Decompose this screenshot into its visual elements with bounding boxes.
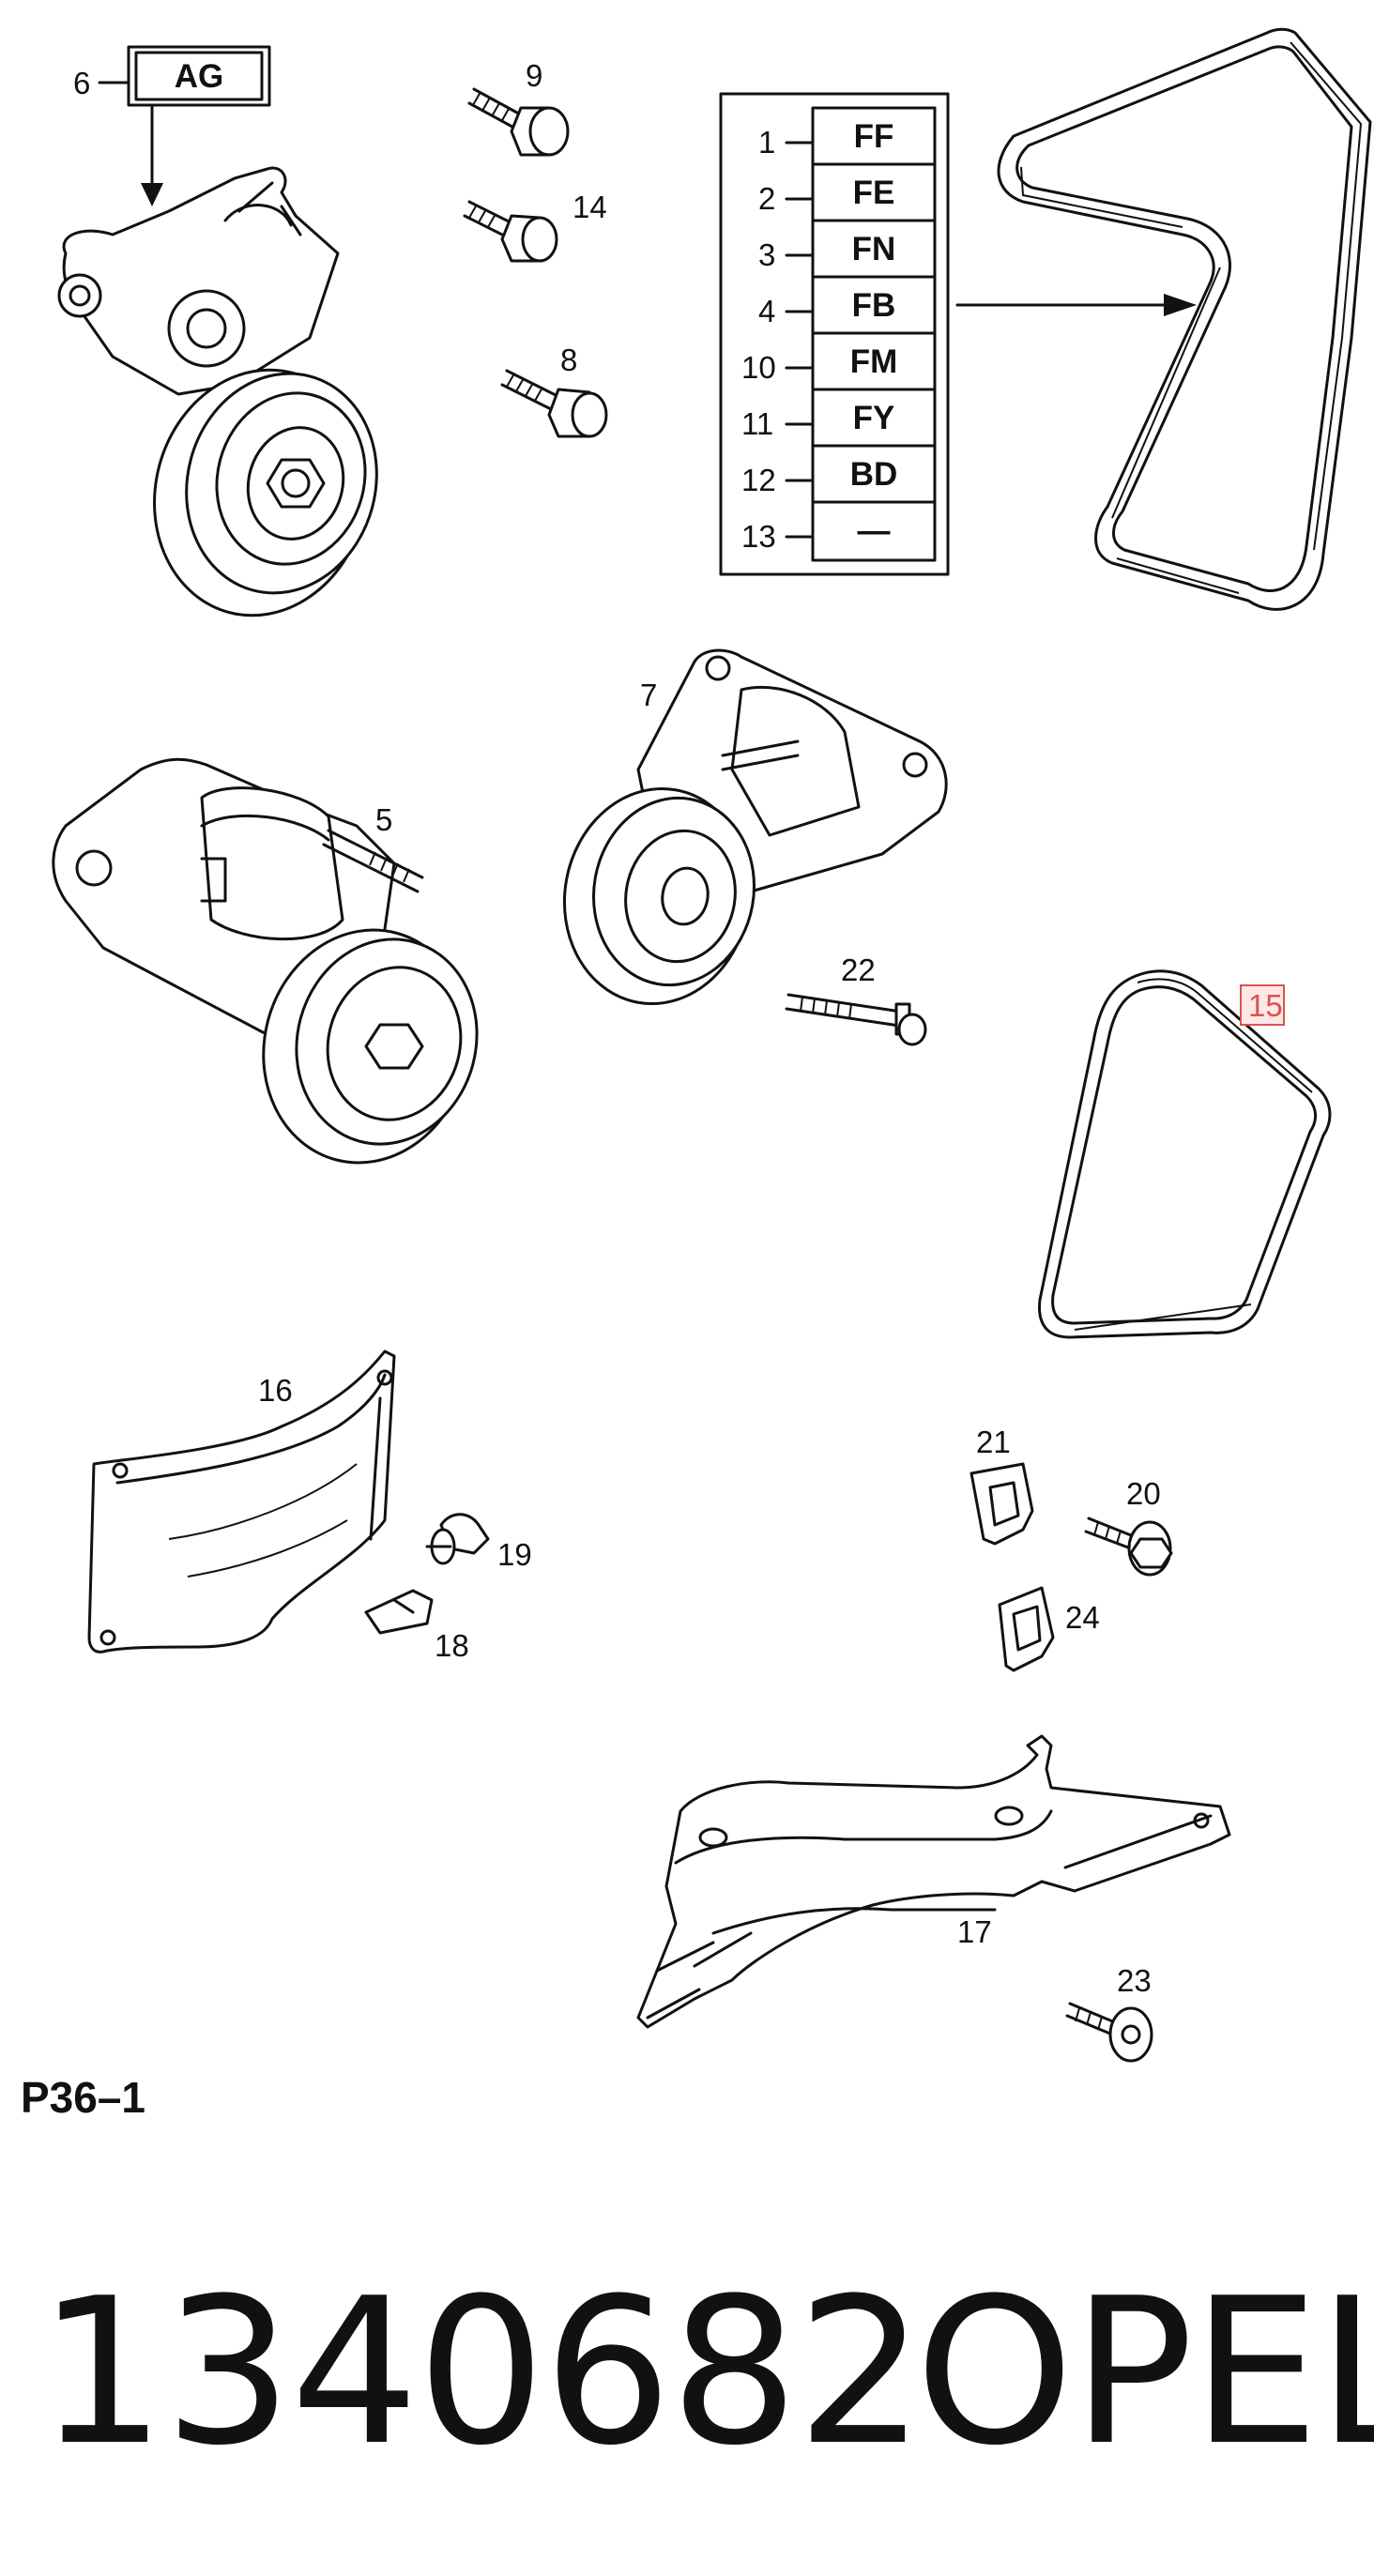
- callout-6-number: 6: [73, 66, 90, 100]
- callout-6-inner-box: [134, 51, 264, 101]
- page-code: P36–1: [21, 2073, 146, 2122]
- tensioner-assembly-6: [57, 166, 378, 617]
- clip-19: 19: [425, 1513, 532, 1572]
- callout-19: 19: [497, 1537, 532, 1572]
- callout-11: 11: [741, 406, 773, 441]
- callout-15-highlight-box: [1240, 984, 1285, 1026]
- v-belt-15: 15: [1037, 969, 1332, 1339]
- brand-name: OPEL: [915, 2254, 1374, 2490]
- clip-nut-24: 24: [998, 1586, 1100, 1672]
- code-row-13: —: [858, 512, 891, 549]
- callout-15: 15: [1248, 988, 1283, 1023]
- callout-17: 17: [957, 1914, 992, 1949]
- callout-13: 13: [741, 519, 776, 554]
- callout-7: 7: [640, 678, 657, 712]
- clip-nut-21: 21: [969, 1425, 1034, 1546]
- screw-20: 20: [1084, 1476, 1173, 1577]
- callout-1: 1: [758, 125, 775, 160]
- callout-8: 8: [560, 343, 577, 377]
- callout-23: 23: [1117, 1963, 1152, 1998]
- callout-21: 21: [976, 1425, 1011, 1459]
- code-row-12: BD: [850, 456, 898, 493]
- callout-22: 22: [841, 953, 876, 987]
- nut-18: 18: [364, 1589, 469, 1663]
- callout-6-group: AG 6: [73, 45, 271, 206]
- callout-20: 20: [1126, 1476, 1161, 1511]
- bolt-22: 22: [785, 953, 927, 1046]
- arrow-down-icon: [141, 183, 163, 206]
- code-row-4: FB: [852, 287, 896, 324]
- callout-14: 14: [572, 190, 607, 224]
- code-row-10: FM: [850, 343, 898, 380]
- callout-24: 24: [1065, 1600, 1100, 1635]
- arrow-right-icon: [1164, 294, 1197, 316]
- callout-2: 2: [758, 181, 775, 216]
- belt-code-table: FF FE FN FB FM FY BD — 1 2 3 4 10 11 12 …: [719, 92, 1197, 576]
- bolt-8: 8: [500, 343, 608, 438]
- callout-4: 4: [758, 294, 775, 328]
- callout-6-code: AG: [175, 58, 224, 95]
- callout-9: 9: [526, 58, 542, 93]
- screw-23: 23: [1065, 1963, 1153, 2063]
- callout-16: 16: [258, 1373, 293, 1408]
- serpentine-belt: [997, 27, 1372, 611]
- bolt-14: 14: [463, 190, 607, 263]
- shield-16: 16: [87, 1349, 396, 1654]
- code-row-3: FN: [852, 231, 896, 267]
- parts-diagram: AG 6 9 14: [52, 27, 1372, 2063]
- bolt-9: 9: [467, 58, 570, 157]
- bracket-17: 17: [636, 1734, 1231, 2029]
- code-row-2: FE: [853, 175, 895, 211]
- code-row-11: FY: [853, 400, 895, 436]
- tensioner-5: 5: [52, 757, 479, 1165]
- callout-3: 3: [758, 237, 775, 272]
- callout-12: 12: [741, 463, 776, 497]
- callout-18: 18: [435, 1628, 469, 1663]
- part-number: 1340682: [38, 2254, 925, 2490]
- tensioner-7: 7: [562, 648, 948, 1006]
- callout-5: 5: [375, 802, 392, 837]
- code-row-1: FF: [854, 118, 894, 155]
- callout-10: 10: [741, 350, 776, 385]
